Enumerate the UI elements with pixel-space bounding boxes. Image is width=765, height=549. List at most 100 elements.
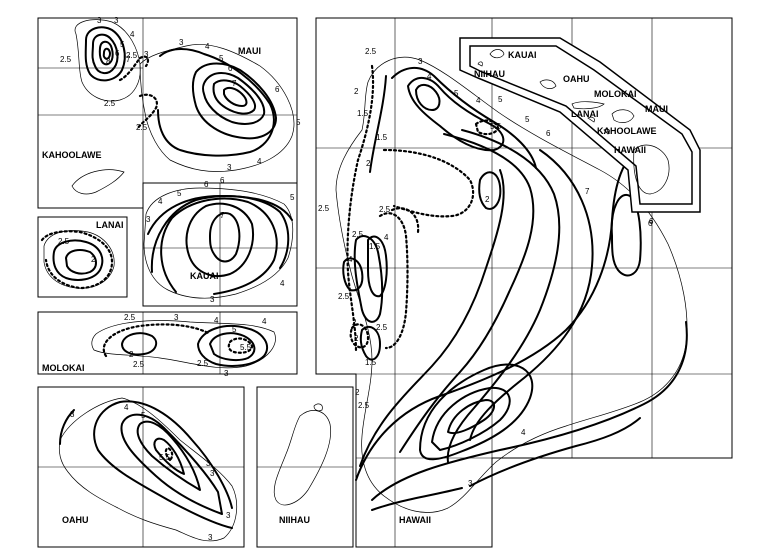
contour-label-hawaii: 2.5	[376, 323, 388, 332]
contour-label-oahu: 5	[141, 411, 146, 420]
contour-label-hawaii: 2	[354, 87, 359, 96]
locator-name-hawaii: HAWAII	[614, 145, 646, 155]
contour-label-maui: 4	[257, 157, 262, 166]
kauai-panel	[142, 182, 298, 307]
hawaii-coastline	[335, 56, 688, 513]
contour-label-hawaii: 1.5	[365, 358, 377, 367]
contour-label-hawaii: 1.5	[376, 133, 388, 142]
contour-label-maui: 7	[232, 79, 237, 88]
panel-names: MAUI KAHOOLAWE LANAI KAUAI MOLOKAI OAHU …	[42, 46, 431, 525]
contour-label-hawaii: 2	[485, 195, 490, 204]
contour-label-lanai: 2.5	[58, 237, 70, 246]
panel-name-niihau: NIIHAU	[279, 515, 310, 525]
hawaii-panel	[315, 17, 733, 548]
contour-label-kauai: 6	[204, 180, 209, 189]
contour-label-molokai: 2.5	[197, 359, 209, 368]
contour-label-oahu: 3	[226, 511, 231, 520]
contour-label-maui: 6	[228, 64, 233, 73]
locator-name-niihau: NIIHAU	[474, 69, 505, 79]
contour-label-kauai: 4	[280, 279, 285, 288]
contour-label-molokai: 4	[214, 316, 219, 325]
contour-label-oahu: 5.5	[159, 453, 171, 462]
contour-label-hawaii: 2.5	[365, 47, 377, 56]
contour-label-molokai: 3	[224, 369, 229, 378]
contour-label-hawaii: 5	[498, 95, 503, 104]
contour-label-maui: 3	[227, 163, 232, 172]
contour-label-maui: 2.5	[60, 55, 72, 64]
contour-label-molokai: 2	[129, 350, 134, 359]
contour-label-hawaii: 4	[521, 428, 526, 437]
contour-label-maui: 5	[296, 118, 301, 127]
contour-label-hawaii: 2	[354, 334, 359, 343]
locator-name-kahoolawe: KAHOOLAWE	[597, 126, 657, 136]
oahu-panel	[37, 386, 245, 548]
contour-label-maui: 4	[130, 30, 135, 39]
locator-name-kauai: KAUAI	[508, 50, 537, 60]
contour-label-maui: 2.5	[136, 123, 148, 132]
contour-label-kauai: 5	[290, 193, 295, 202]
contour-label-hawaii: 6	[648, 219, 653, 228]
contour-label-kauai: 7	[220, 211, 225, 220]
contour-label-molokai: 5	[232, 325, 237, 334]
panel-name-maui: MAUI	[238, 46, 261, 56]
contour-label-hawaii: 2.5	[338, 292, 350, 301]
contour-label-hawaii: 2.5	[318, 204, 330, 213]
locator-name-maui: MAUI	[645, 104, 668, 114]
contour-label-hawaii: 2.5	[379, 205, 391, 214]
maui-panel	[37, 17, 298, 209]
contour-label-hawaii: 3	[418, 57, 423, 66]
contour-label-maui: 3	[114, 16, 119, 25]
locator-names: KAUAI NIIHAU OAHU MOLOKAI MAUI LANAI KAH…	[474, 50, 668, 155]
locator-name-molokai: MOLOKAI	[594, 89, 637, 99]
contour-label-hawaii: 6	[546, 129, 551, 138]
contour-label-oahu: 3	[210, 469, 215, 478]
contour-label-maui: 2.5	[104, 99, 116, 108]
contour-label-hawaii: 2	[352, 318, 357, 327]
contour-label-maui: 7	[126, 55, 131, 64]
kauai-coastline	[143, 187, 294, 299]
contour-label-hawaii: 6	[649, 217, 654, 226]
kahoolawe-coastline	[71, 169, 125, 195]
contour-label-kauai: 5	[177, 189, 182, 198]
contour-label-hawaii: 7	[585, 187, 590, 196]
contour-label-maui: 2.5	[126, 51, 138, 60]
contour-label-molokai: 3	[174, 313, 179, 322]
contour-label-hawaii: 2	[355, 388, 360, 397]
contour-label-maui: 8	[106, 57, 111, 66]
panel-name-lanai: LANAI	[96, 220, 124, 230]
contour-label-hawaii: 4	[476, 96, 481, 105]
contour-label-kauai: 3	[146, 215, 151, 224]
contour-label-maui: 4	[205, 42, 210, 51]
contour-label-maui: 6	[115, 49, 120, 58]
niihau-panel	[256, 386, 354, 548]
contour-label-maui: 3	[179, 38, 184, 47]
lanai-panel	[37, 216, 128, 298]
contour-label-hawaii: 2.5	[352, 230, 364, 239]
contour-label-maui: 5	[219, 54, 224, 63]
contour-label-kauai: 3	[210, 295, 215, 304]
niihau-coastline	[273, 410, 332, 506]
contour-label-maui: 3	[97, 16, 102, 25]
panel-name-kahoolawe: KAHOOLAWE	[42, 150, 102, 160]
panel-name-kauai: KAUAI	[190, 271, 219, 281]
contour-label-kauai: 6	[220, 176, 225, 185]
contour-label-hawaii: 4	[427, 72, 432, 81]
contour-label-molokai: 2.5	[124, 313, 136, 322]
contour-label-molokai: 5.5	[240, 343, 252, 352]
contour-label-hawaii: 4	[384, 233, 389, 242]
contour-label-molokai: 2.5	[133, 360, 145, 369]
contour-label-lanai: 2	[91, 255, 96, 264]
locator-name-oahu: OAHU	[563, 74, 590, 84]
panel-name-molokai: MOLOKAI	[42, 363, 85, 373]
contour-label-hawaii: 1.5	[369, 242, 381, 251]
contour-label-hawaii: 2	[366, 159, 371, 168]
contour-label-hawaii: 5.5	[490, 122, 502, 131]
contour-label-kauai: 4	[158, 197, 163, 206]
contour-label-oahu: 3	[70, 410, 75, 419]
contour-label-oahu: 4	[124, 403, 129, 412]
panel-name-hawaii: HAWAII	[399, 515, 431, 525]
molokai-panel	[37, 311, 298, 375]
molokai-coastline	[91, 320, 276, 369]
panel-name-oahu: OAHU	[62, 515, 89, 525]
